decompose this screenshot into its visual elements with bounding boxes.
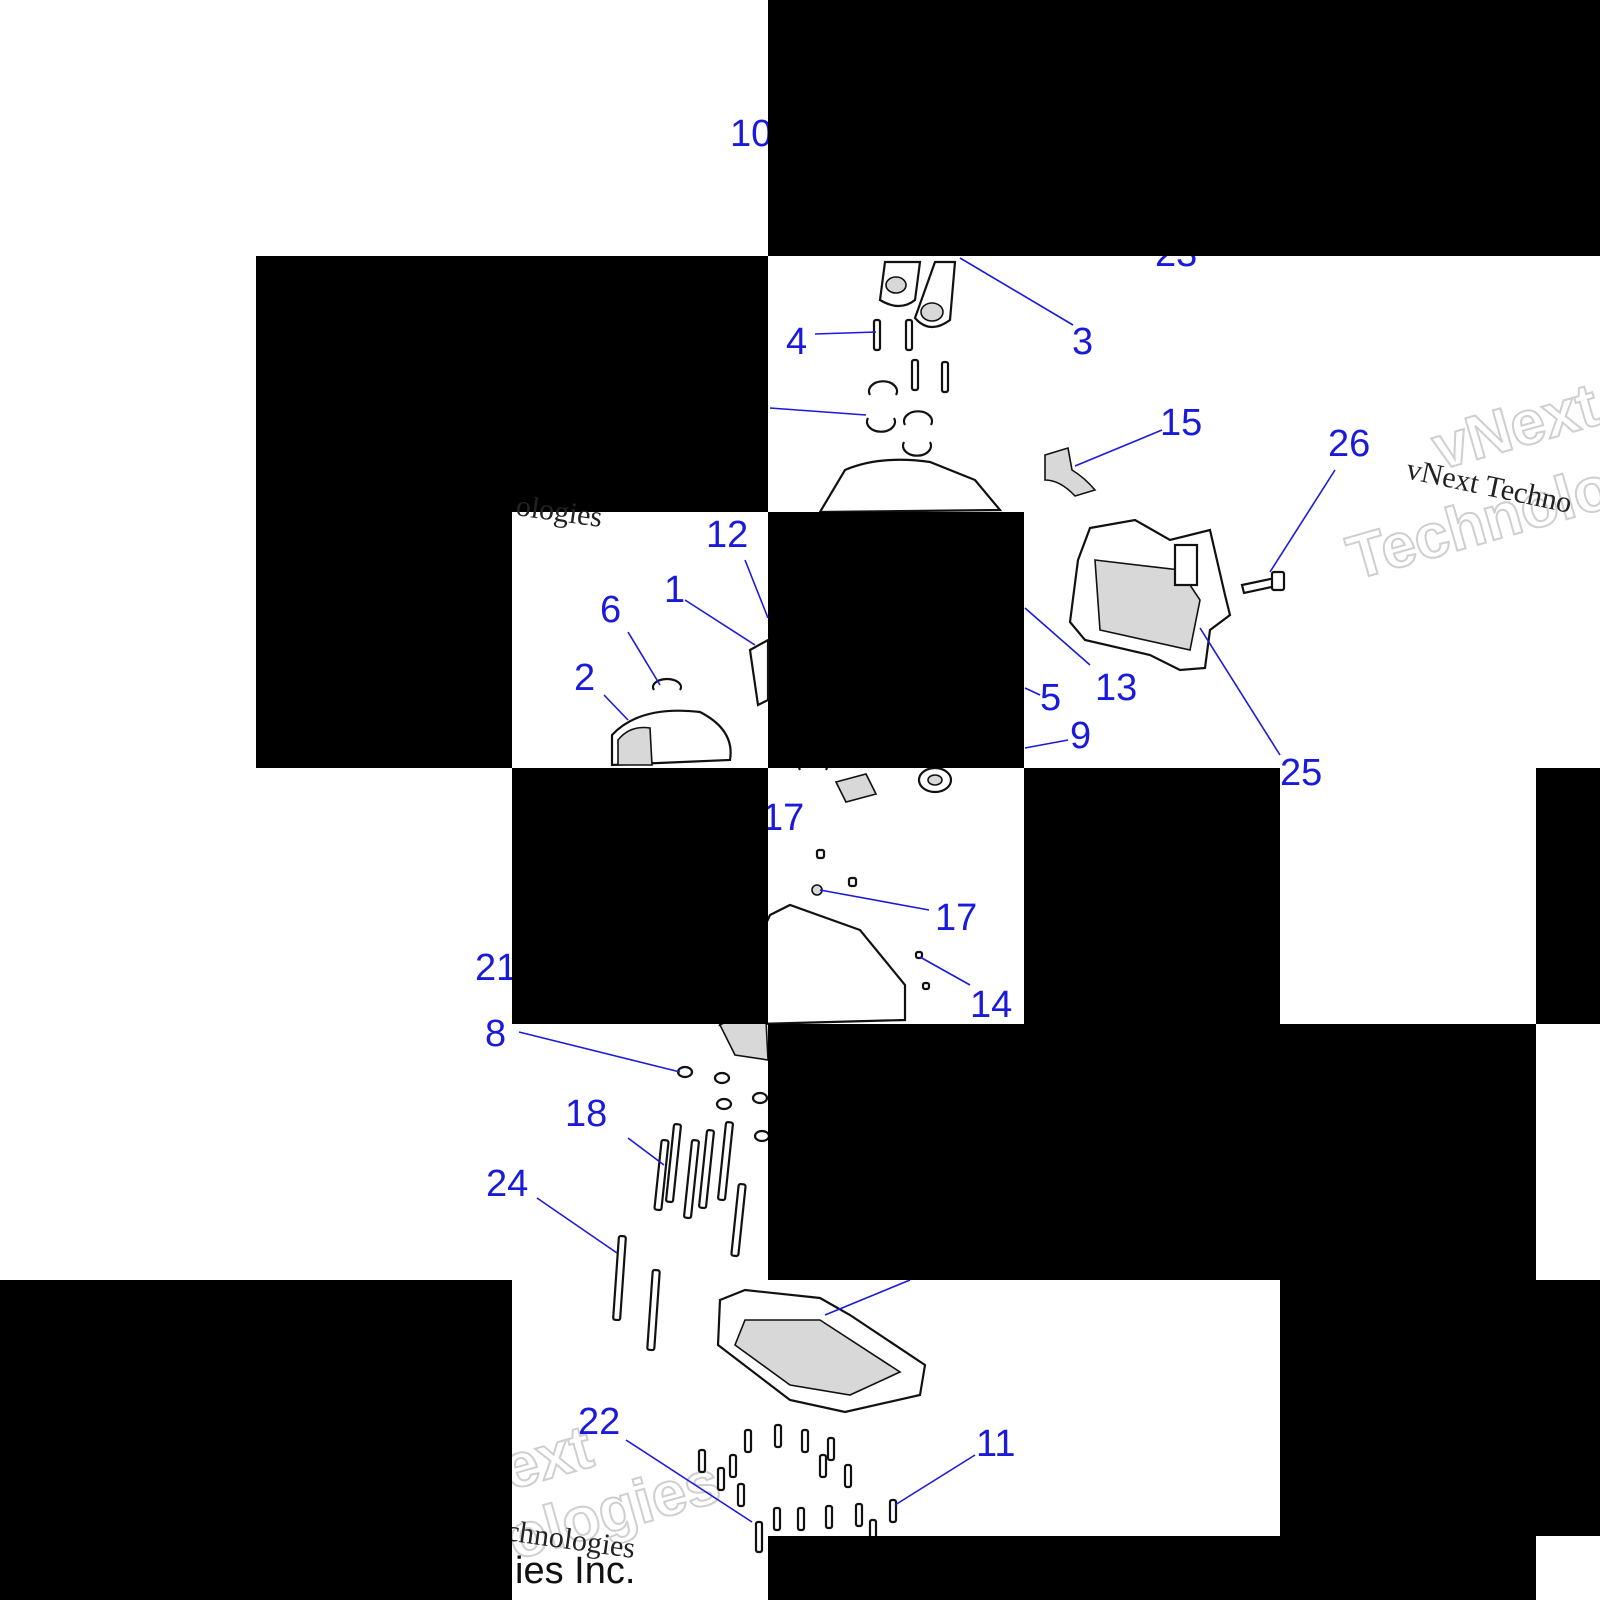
oil-pan-part [716,1288,927,1414]
mask-block [0,1280,512,1600]
callout-18: 18 [565,1093,607,1135]
callout-12: 12 [706,514,748,556]
callout-26: 26 [1328,423,1370,465]
bearing-shells-part [865,380,934,457]
long-bolts-part [653,1120,747,1258]
callout-11: 11 [976,1423,1015,1465]
callout-25: 25 [1280,752,1322,794]
callout-24: 24 [486,1163,528,1205]
callout-1: 1 [664,569,685,611]
mask-block [768,1024,1536,1280]
revealed-tile-content: 12 1 6 2 ologies [514,489,770,767]
callout-22: 22 [578,1401,620,1443]
watermark-company: ies Inc. [515,1550,635,1592]
washers-part [676,1065,771,1143]
leader-1 [684,599,756,646]
callout-9: 9 [1070,715,1091,757]
connecting-rod-part [878,260,957,329]
mask-block [768,1536,1536,1600]
callout-17-upper: 17 [762,797,804,839]
callout-4: 4 [786,321,807,363]
callout-14: 14 [970,984,1012,1026]
mask-block [1024,768,1280,1024]
bolts-24-part [612,1234,661,1352]
bolt-part [1240,570,1286,595]
mask-block [768,0,1600,256]
mask-block [768,512,1024,768]
callout-6: 6 [600,589,621,631]
shaft-part [748,638,770,707]
leader-12 [744,559,769,619]
callout-21: 21 [475,947,517,989]
callout-13: 13 [1095,667,1137,709]
bearing-6-part [651,677,683,691]
upper-crankcase-part [818,458,1003,514]
callout-3: 3 [1072,321,1093,363]
leader-6 [627,631,661,686]
callout-10: 10 [730,113,772,155]
callout-15: 15 [1160,402,1202,444]
mask-block [512,768,768,1024]
callout-17-lower: 17 [935,897,977,939]
callout-5: 5 [1040,677,1061,719]
thrust-washer-part [1044,446,1097,497]
balance-shaft-gear-shade [617,726,653,766]
leader-2 [603,694,629,721]
mask-block [1536,768,1600,1024]
mask-block [1280,1280,1600,1536]
callout-2: 2 [574,657,595,699]
rod-bolts-part [872,318,950,394]
cover-part [1068,518,1232,672]
short-bolts-part [697,1423,898,1554]
callout-8: 8 [485,1013,506,1055]
